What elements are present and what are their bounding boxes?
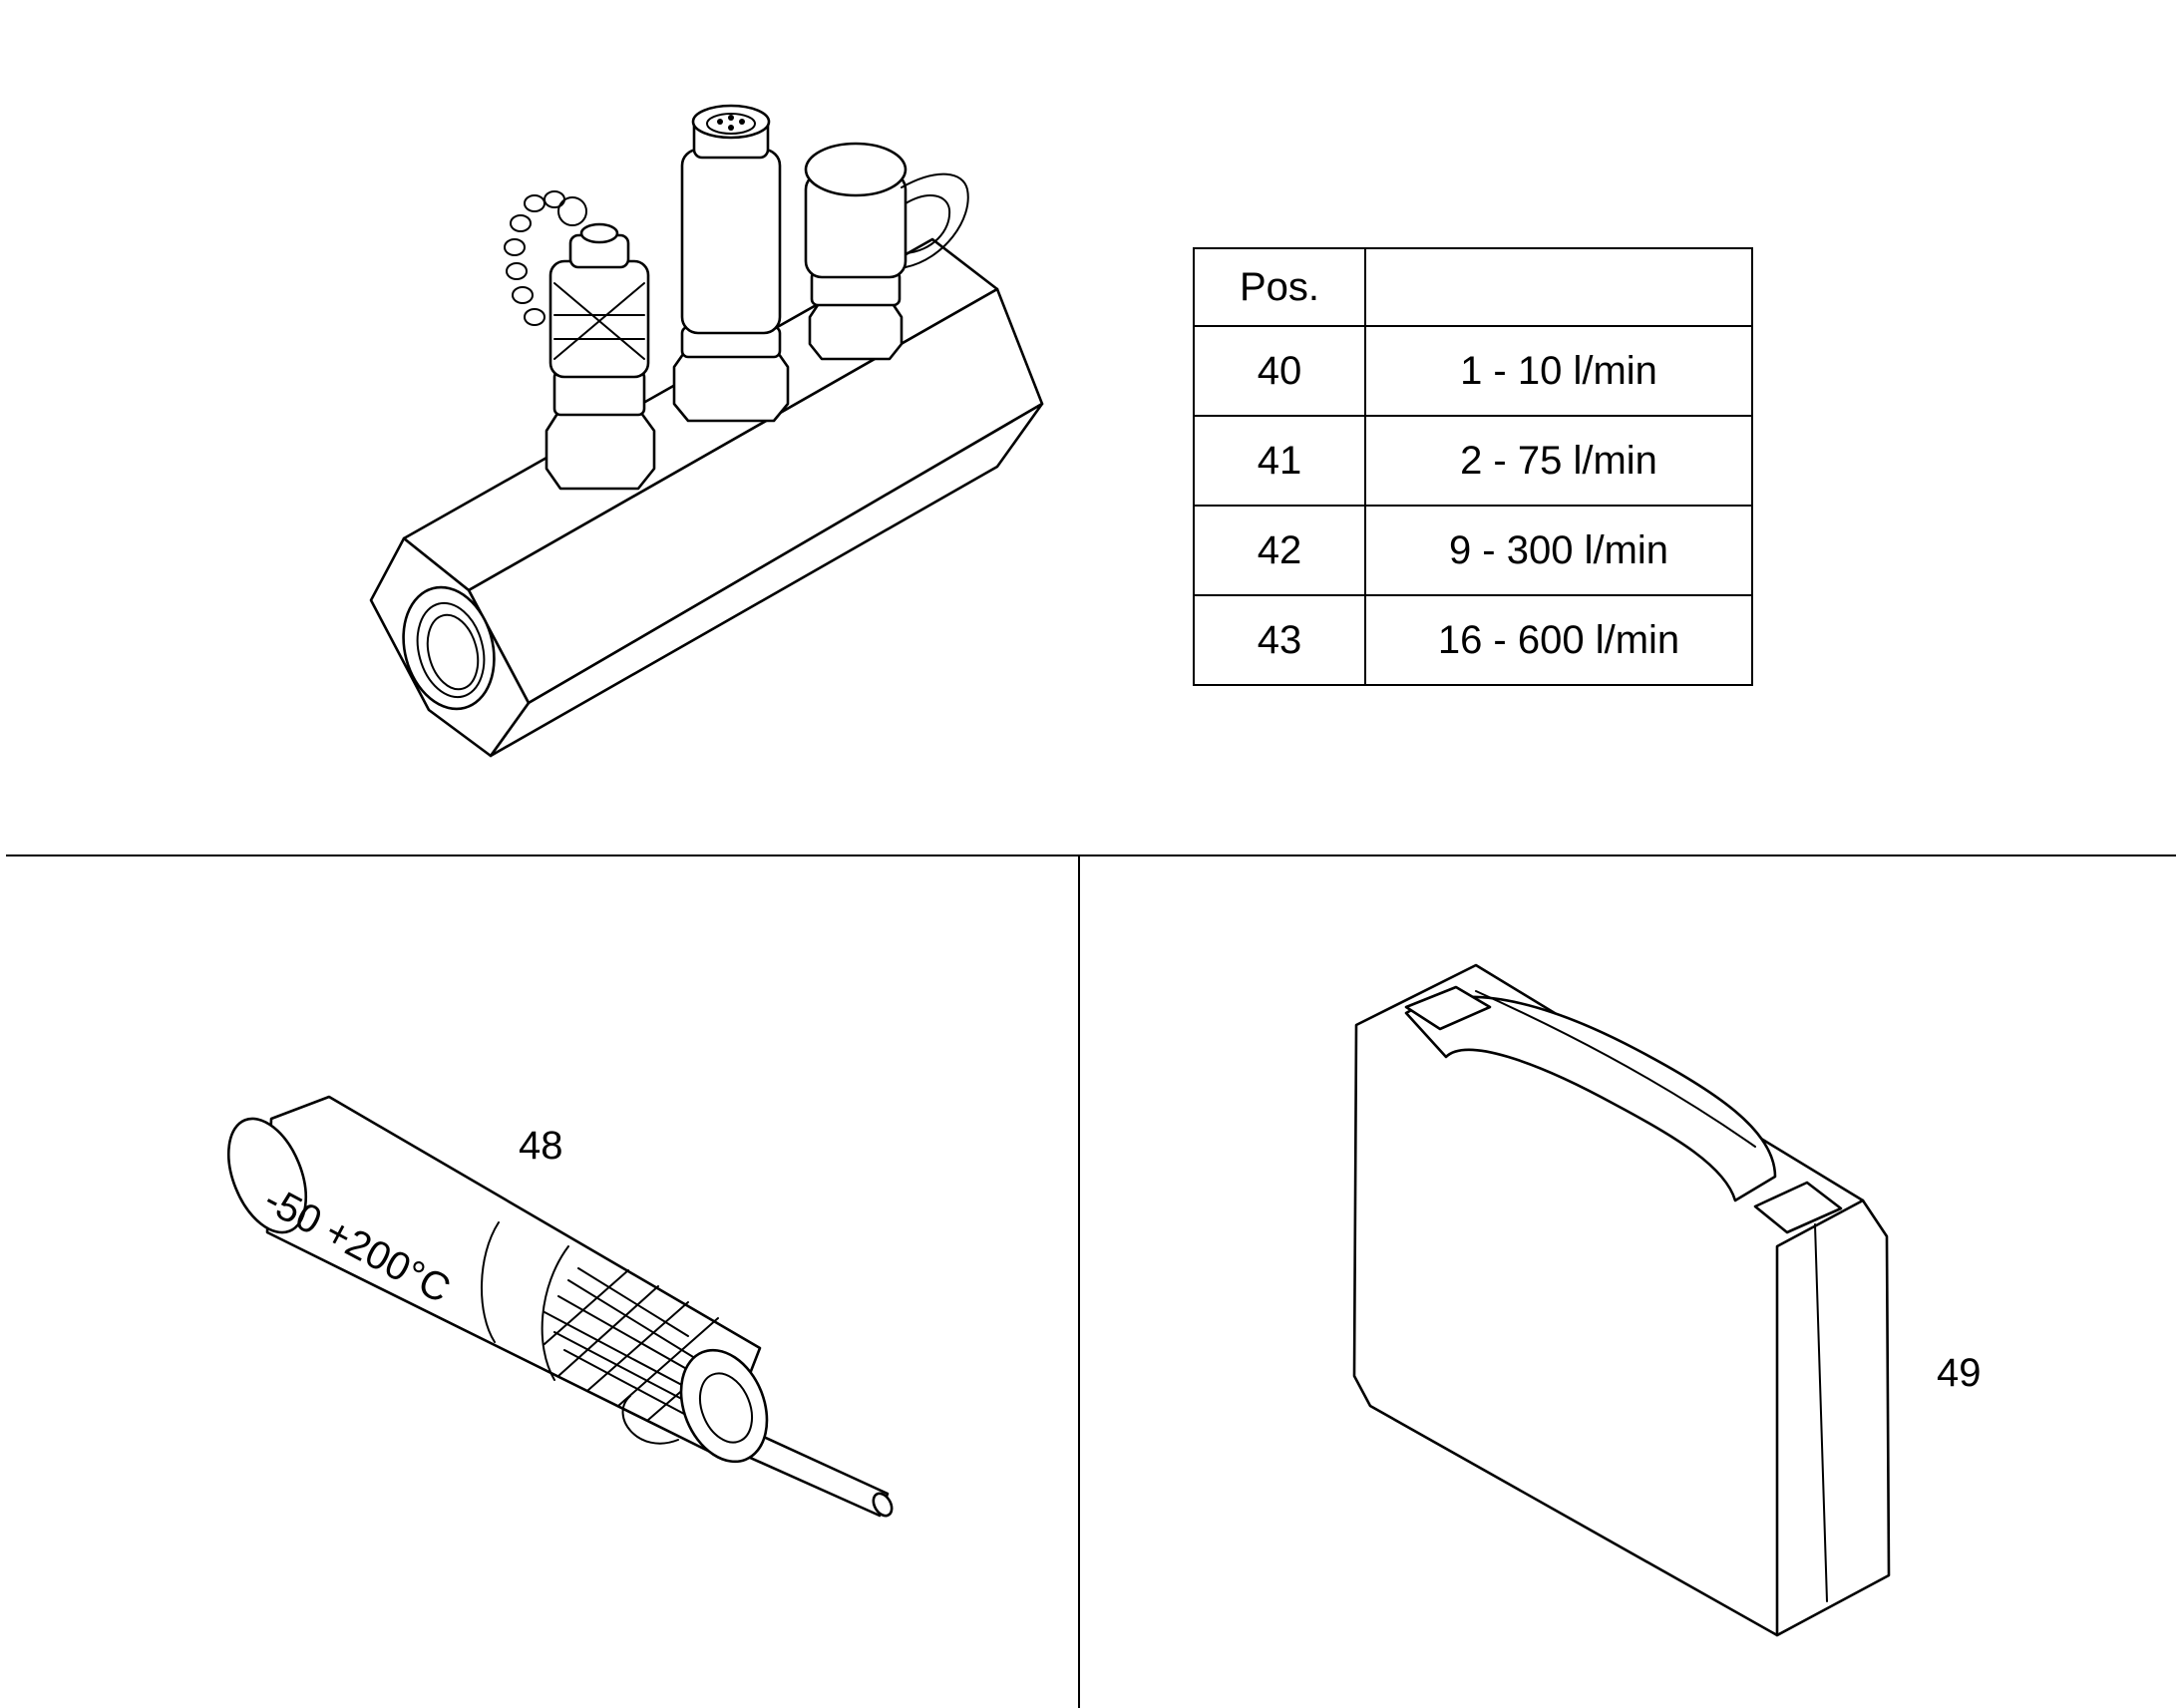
- table-cell-pos: 42: [1193, 505, 1366, 596]
- table-cell-range: 9 - 300 l/min: [1364, 505, 1753, 596]
- flow-range-table: Pos. 40 1 - 10 l/min 41 2 - 75 l/min 42 …: [1193, 247, 1753, 686]
- table-row: 42 9 - 300 l/min: [1193, 505, 1753, 596]
- table-header-row: Pos.: [1193, 247, 1753, 327]
- coupling-with-strap-cap: [804, 142, 969, 361]
- table-header-range: [1364, 247, 1753, 327]
- table-cell-pos: 41: [1193, 415, 1366, 507]
- table-row: 41 2 - 75 l/min: [1193, 415, 1753, 507]
- table-cell-range: 1 - 10 l/min: [1364, 325, 1753, 417]
- table-row: 43 16 - 600 l/min: [1193, 594, 1753, 686]
- flow-meter-block-illustration: [369, 104, 1044, 758]
- temperature-sensor-illustration: -50 +200°C: [226, 1095, 894, 1518]
- coupling-with-chain-cap: [504, 190, 656, 491]
- callout-48: 48: [519, 1124, 563, 1168]
- table-cell-range: 16 - 600 l/min: [1364, 594, 1753, 686]
- table-cell-pos: 43: [1193, 594, 1366, 686]
- table-cell-pos: 40: [1193, 325, 1366, 417]
- table-header-pos: Pos.: [1193, 247, 1366, 327]
- table-cell-range: 2 - 75 l/min: [1364, 415, 1753, 507]
- table-row: 40 1 - 10 l/min: [1193, 325, 1753, 417]
- carrying-case-illustration: [1352, 963, 1891, 1637]
- chain-links: [504, 190, 587, 326]
- coupling-with-sensor-socket: [672, 104, 790, 423]
- callout-49: 49: [1937, 1351, 1982, 1395]
